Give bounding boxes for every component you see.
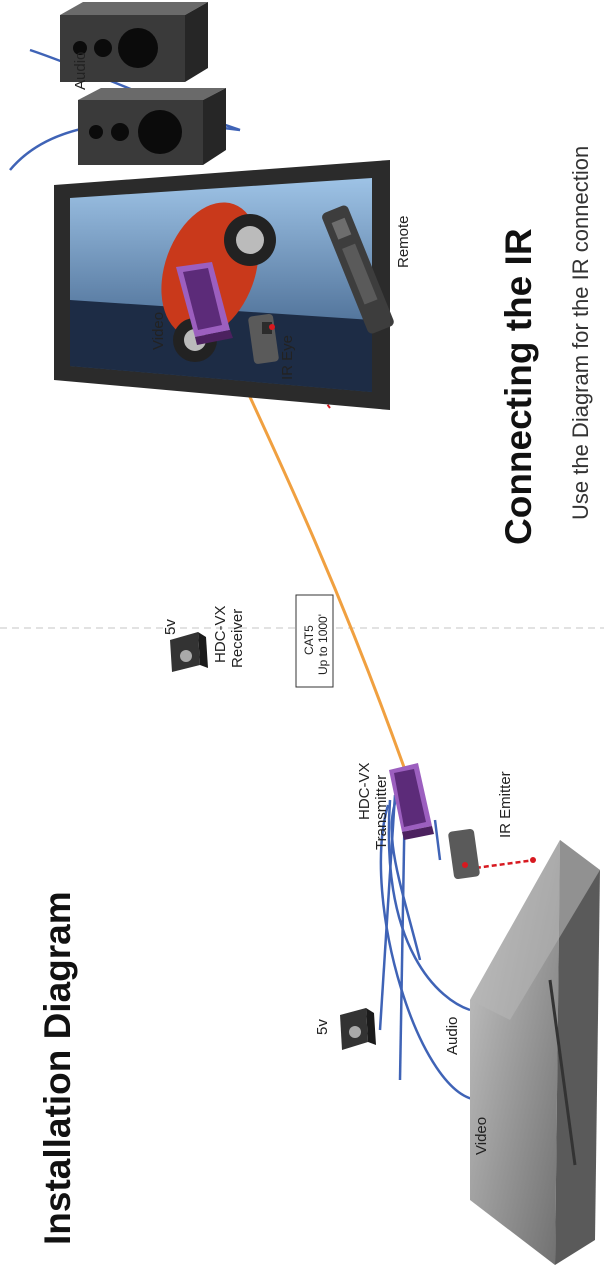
label-receiver-line1: HDC-VX: [212, 605, 229, 663]
label-ir-emitter: IR Emitter: [497, 771, 514, 838]
speaker-right: [60, 2, 208, 82]
power-adapter-transmitter: [340, 1008, 376, 1050]
label-5v-receiver: 5v: [162, 619, 179, 635]
connecting-ir-title: Connecting the IR: [498, 228, 539, 545]
label-5v-transmitter: 5v: [314, 1019, 331, 1035]
cat5-label-box: [295, 594, 334, 688]
source-device: [470, 840, 600, 1265]
label-audio-transmitter: Audio: [444, 1016, 461, 1055]
ir-target-dot: [530, 857, 536, 863]
tv-display: [54, 160, 390, 410]
power-adapter-receiver: [170, 632, 208, 672]
installation-title: Installation Diagram: [37, 891, 78, 1245]
hdc-vx-transmitter: [389, 763, 434, 840]
label-cat5-distance: Up to 1000': [316, 613, 330, 675]
label-video-receiver: Video: [150, 311, 167, 350]
label-remote: Remote: [395, 215, 412, 268]
ir-eye-device: [248, 313, 279, 364]
label-transmitter-line2: Transmitter: [373, 774, 390, 850]
label-video-transmitter: Video: [473, 1116, 490, 1155]
label-cat5: CAT5: [302, 625, 316, 655]
ir-emitter-device: [448, 828, 480, 880]
label-audio-speakers: Audio: [72, 51, 89, 90]
hdc-vx-receiver: [176, 262, 233, 345]
remote-control: [322, 205, 394, 334]
label-transmitter-line1: HDC-VX: [356, 762, 373, 820]
label-receiver-line2: Receiver: [229, 608, 246, 668]
speaker-left: [78, 88, 226, 165]
label-ir-eye: IR Eye: [279, 334, 296, 380]
connecting-ir-body: Use the Diagram for the IR connection: [568, 145, 593, 520]
transmitter-cables: [378, 789, 481, 1102]
